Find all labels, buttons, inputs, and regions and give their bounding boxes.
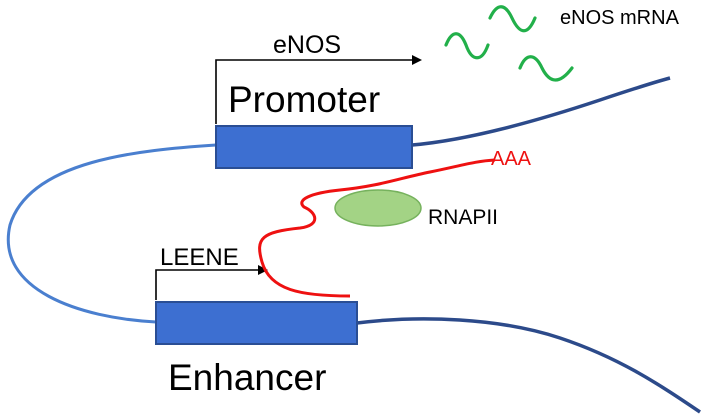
rnapii-ellipse	[334, 189, 422, 227]
rnapii-label: RNAPII	[428, 206, 498, 229]
promoter-label: Promoter	[228, 79, 380, 120]
mrna-squiggle-3	[518, 55, 574, 82]
enos-mrna-label: eNOS mRNA	[560, 7, 680, 29]
enhancer-box	[155, 301, 358, 345]
dna-strand-upper	[411, 76, 671, 147]
dna-strand-lower	[356, 317, 701, 414]
aaa-label: AAA	[491, 148, 532, 170]
promoter-box	[215, 125, 413, 169]
mrna-squiggle-2	[488, 5, 537, 33]
leene-transcription-arrow	[155, 265, 268, 300]
leene-rna-strand	[258, 158, 496, 298]
leene-label: LEENE	[160, 244, 239, 271]
enos-label: eNOS	[273, 31, 341, 59]
dna-loop	[6, 143, 217, 324]
enhancer-label: Enhancer	[168, 357, 326, 398]
enos-transcription-arrow	[215, 55, 422, 124]
mrna-squiggle-1	[444, 32, 490, 60]
